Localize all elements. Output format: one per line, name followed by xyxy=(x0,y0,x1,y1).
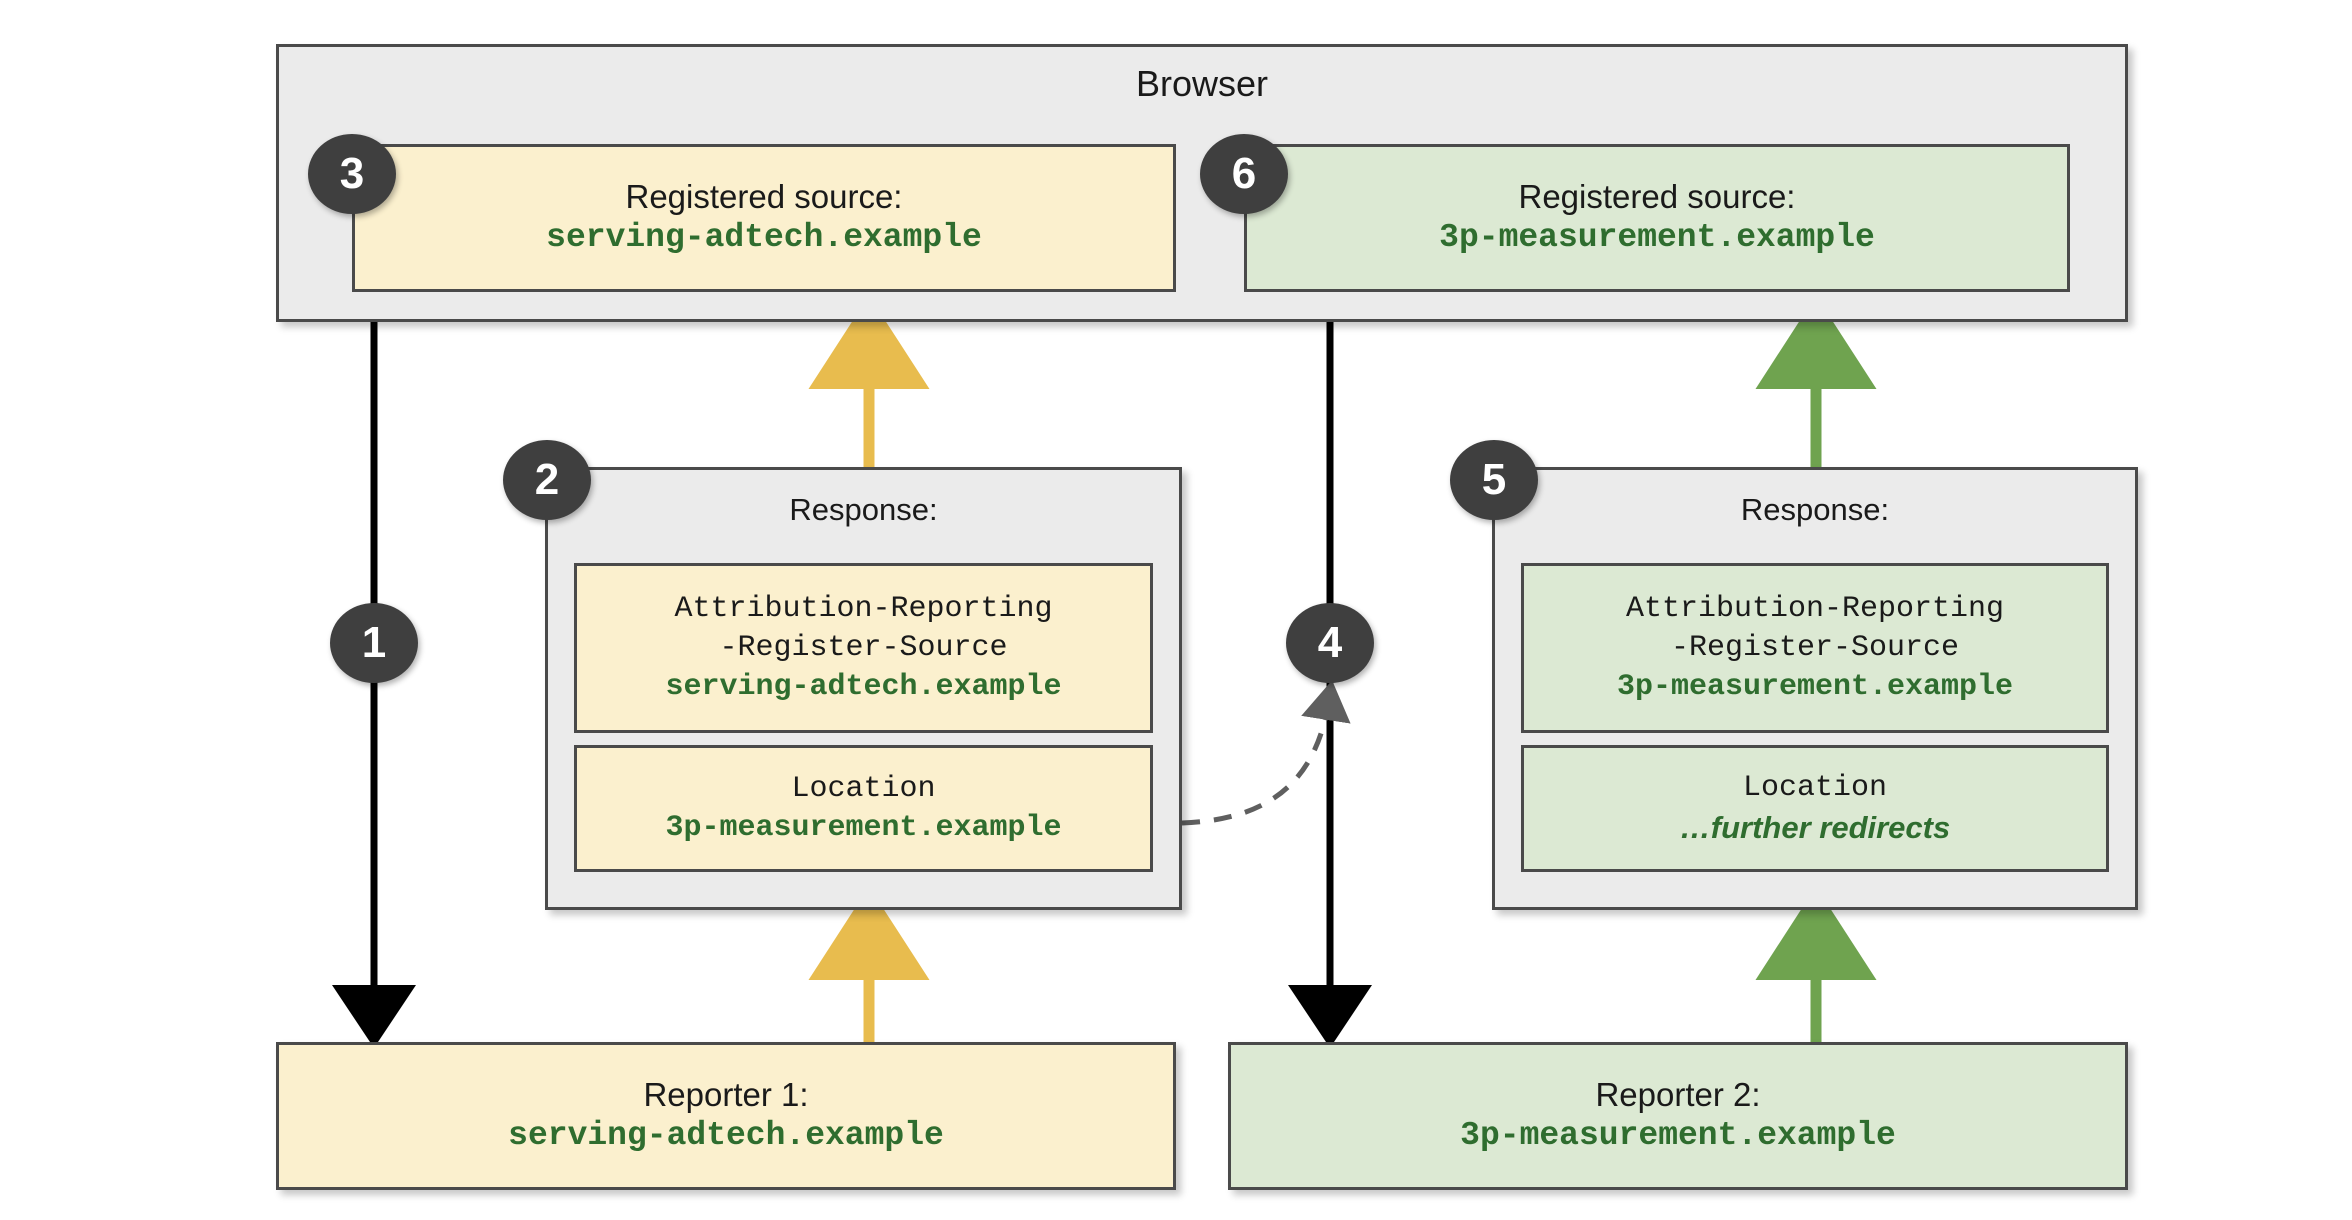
reporter-2-title: Reporter 2: xyxy=(1595,1075,1761,1113)
redirect-dashed-curve xyxy=(1181,680,1351,826)
registered-source-value-green: 3p-measurement.example xyxy=(1439,219,1875,257)
reporter-2-box: Reporter 2: 3p-measurement.example xyxy=(1228,1042,2128,1190)
header-value-register-source-yellow: serving-adtech.example xyxy=(665,669,1062,704)
reporter-1-title: Reporter 1: xyxy=(643,1075,809,1113)
response-header-location-green: Location …further redirects xyxy=(1521,745,2109,872)
reporter-2-value: 3p-measurement.example xyxy=(1460,1117,1896,1155)
registered-source-title-green: Registered source: xyxy=(1518,177,1796,215)
header-name-line2-yellow: -Register-Source xyxy=(719,630,1008,665)
step-badge-2: 2 xyxy=(503,440,591,520)
reporter-1-box: Reporter 1: serving-adtech.example xyxy=(276,1042,1176,1190)
step-badge-1: 1 xyxy=(330,603,418,683)
response-title-green: Response: xyxy=(1740,492,1890,527)
step-badge-6: 6 xyxy=(1200,134,1288,214)
step-badge-4: 4 xyxy=(1286,603,1374,683)
header-value-location-green: …further redirects xyxy=(1679,809,1951,845)
registered-source-title-yellow: Registered source: xyxy=(625,177,903,215)
step-badge-5: 5 xyxy=(1450,440,1538,520)
response-header-location-yellow: Location 3p-measurement.example xyxy=(574,745,1153,872)
response-header-register-source-green: Attribution-Reporting -Register-Source 3… xyxy=(1521,563,2109,733)
reporter-1-value: serving-adtech.example xyxy=(508,1117,944,1155)
header-value-register-source-green: 3p-measurement.example xyxy=(1616,669,2014,704)
header-name-location-green: Location xyxy=(1742,770,1888,805)
step-badge-3: 3 xyxy=(308,134,396,214)
registered-source-value-yellow: serving-adtech.example xyxy=(546,219,982,257)
registered-source-card-yellow: Registered source: serving-adtech.exampl… xyxy=(352,144,1176,292)
header-name-line2-green: -Register-Source xyxy=(1670,630,1960,665)
header-name-line1-yellow: Attribution-Reporting xyxy=(674,591,1053,626)
browser-title: Browser xyxy=(1135,63,1269,104)
header-value-location-yellow: 3p-measurement.example xyxy=(665,810,1062,845)
header-name-line1-green: Attribution-Reporting xyxy=(1625,591,2005,626)
registered-source-card-green: Registered source: 3p-measurement.exampl… xyxy=(1244,144,2070,292)
response-header-register-source-yellow: Attribution-Reporting -Register-Source s… xyxy=(574,563,1153,733)
header-name-location-yellow: Location xyxy=(791,771,936,806)
response-title-yellow: Response: xyxy=(789,492,938,527)
